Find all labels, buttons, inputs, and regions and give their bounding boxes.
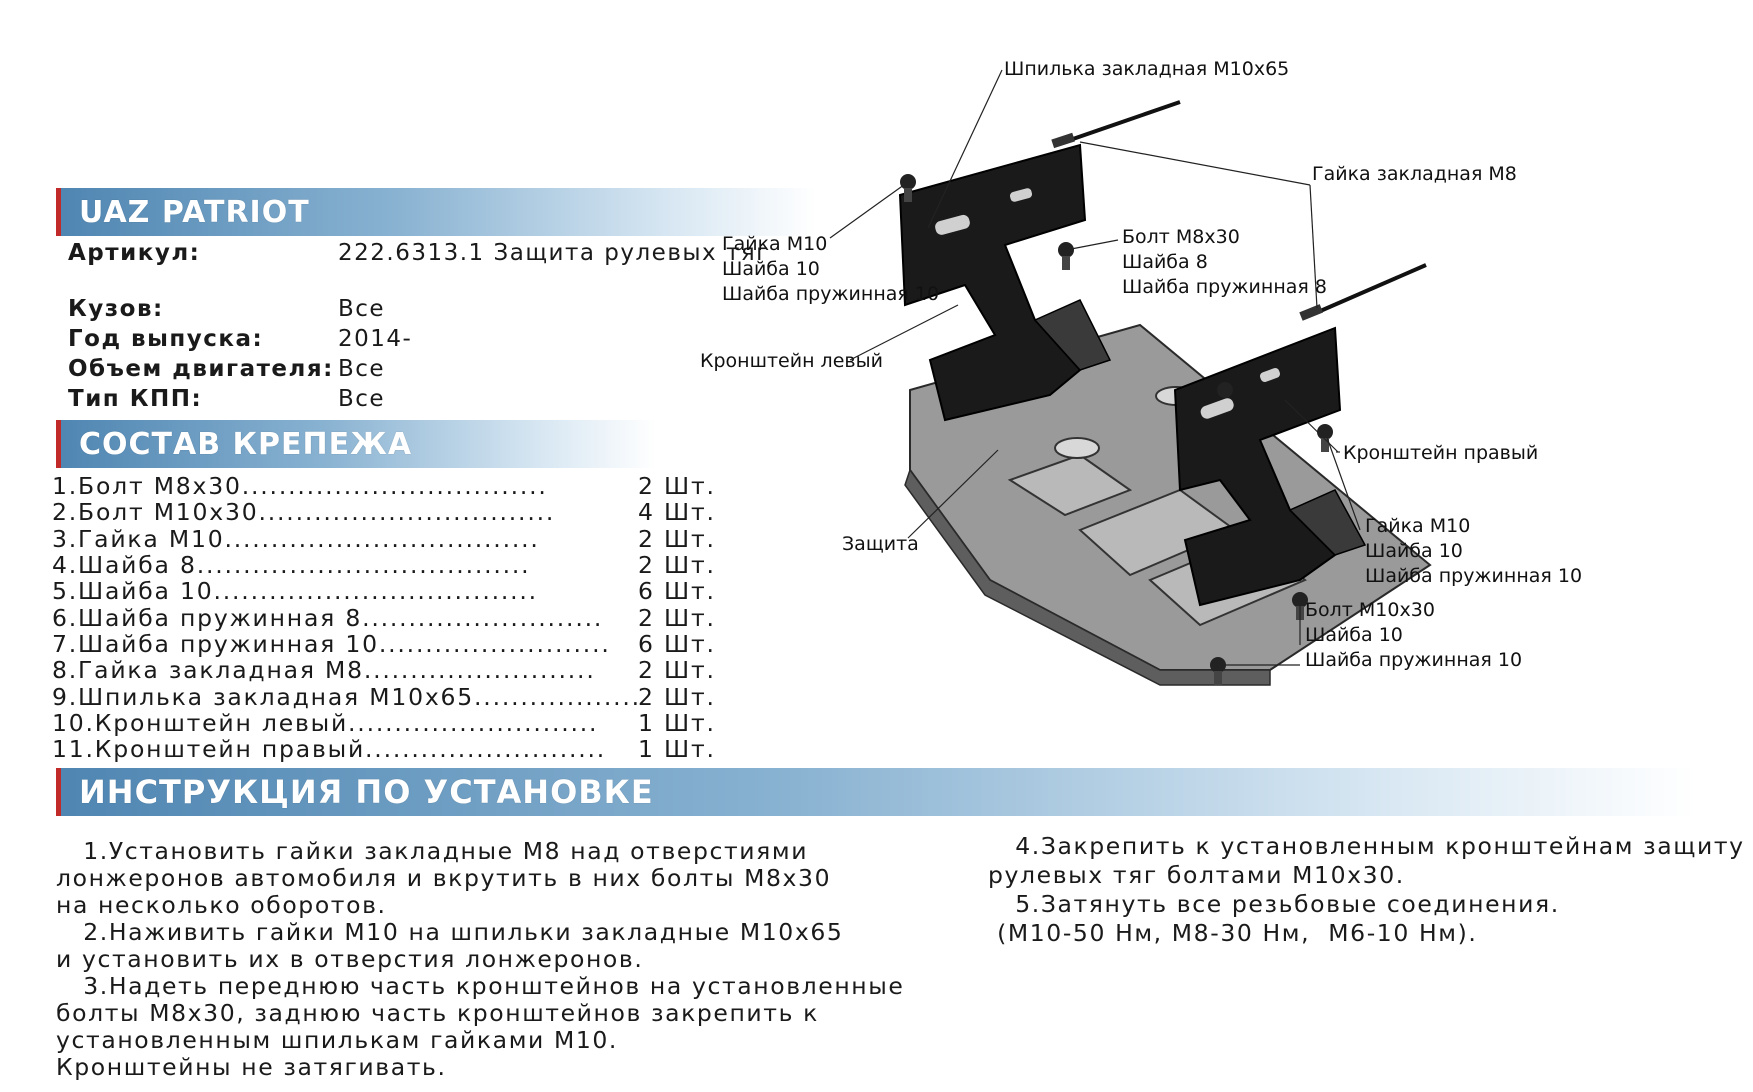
info-row-body: Кузов: Все — [68, 294, 770, 324]
info-value: Все — [338, 386, 386, 412]
part-qty: 2 Шт. — [638, 682, 716, 711]
part-qty: 2 Шт. — [638, 551, 716, 580]
callout-nut-m10-left: Гайка М10 Шайба 10 Шайба пружинная 10 — [722, 233, 940, 305]
info-label: Объем двигателя: — [68, 356, 334, 382]
instructions-left: 1.Установить гайки закладные М8 над отве… — [56, 837, 905, 1081]
callout-nut-m8: Гайка закладная М8 — [1312, 163, 1517, 185]
info-value: Все — [338, 296, 386, 322]
part-qty: 2 Шт. — [638, 524, 716, 553]
info-table: Артикул: 222.6313.1 Защита рулевых тяг К… — [68, 238, 770, 414]
leader-lines — [829, 69, 1361, 666]
callout-bolt-m8: Болт М8х30 Шайба 8 Шайба пружинная 8 — [1122, 226, 1327, 298]
part-qty: 1 Шт. — [638, 735, 716, 764]
part-qty: 2 Шт. — [638, 656, 716, 685]
instructions-right: 4.Закрепить к установленным кронштейнам … — [988, 832, 1745, 947]
part-qty: 6 Шт. — [638, 577, 716, 606]
part-name: 1.Болт М8х30............................… — [52, 472, 548, 501]
instructions-band: ИНСТРУКЦИЯ ПО УСТАНОВКЕ — [56, 768, 1696, 816]
page-title: UAZ PATRIOT — [79, 194, 310, 230]
assembly-diagram — [829, 69, 1432, 686]
list-item: 5.Шайба 10..............................… — [52, 577, 716, 606]
part-qty: 6 Шт. — [638, 629, 716, 658]
info-row-gearbox: Тип КПП: Все — [68, 384, 770, 414]
part-name: 6.Шайба пружинная 8.....................… — [52, 603, 604, 632]
part-qty: 2 Шт. — [638, 472, 716, 501]
callout-bracket-right: Кронштейн правый — [1343, 442, 1539, 464]
part-name: 8.Гайка закладная М8....................… — [52, 656, 596, 685]
part-name: 7.Шайба пружинная 10....................… — [52, 629, 611, 658]
fasteners-band: СОСТАВ КРЕПЕЖА — [56, 420, 656, 468]
list-item: 2.Болт М10х30...........................… — [52, 498, 716, 527]
info-value: Все — [338, 356, 386, 382]
list-item: 9.Шпилька закладная М10х65..............… — [52, 682, 716, 711]
embedded-studs — [1051, 100, 1427, 321]
part-name: 9.Шпилька закладная М10х65..............… — [52, 682, 638, 711]
fasteners-title: СОСТАВ КРЕПЕЖА — [79, 426, 413, 462]
info-value: 2014- — [338, 326, 413, 352]
callout-bracket-left: Кронштейн левый — [700, 350, 883, 372]
info-label: Год выпуска: — [68, 326, 264, 352]
list-item: 4.Шайба 8...............................… — [52, 551, 716, 580]
part-name: 5.Шайба 10..............................… — [52, 577, 538, 606]
list-item: 7.Шайба пружинная 10....................… — [52, 629, 716, 658]
info-row-year: Год выпуска: 2014- — [68, 324, 770, 354]
part-qty: 2 Шт. — [638, 603, 716, 632]
fasteners-list: 1.Болт М8х30............................… — [52, 472, 716, 764]
list-item: 3.Гайка М10.............................… — [52, 524, 716, 553]
part-qty: 4 Шт. — [638, 498, 716, 527]
part-qty: 1 Шт. — [638, 708, 716, 737]
callout-guard: Защита — [842, 533, 919, 555]
callout-stud: Шпилька закладная М10х65 — [1004, 58, 1290, 80]
part-name: 10.Кронштейн левый......................… — [52, 708, 599, 737]
callout-bolt-m10: Болт М10х30 Шайба 10 Шайба пружинная 10 — [1305, 599, 1523, 671]
bracket-right — [1173, 326, 1367, 607]
info-label: Тип КПП: — [68, 386, 203, 412]
info-label: Артикул: — [68, 240, 201, 266]
list-item: 1.Болт М8х30............................… — [52, 472, 716, 501]
bracket-left — [898, 143, 1112, 422]
spacer — [68, 268, 770, 294]
list-item: 6.Шайба пружинная 8.....................… — [52, 603, 716, 632]
info-value: 222.6313.1 Защита рулевых тяг — [338, 240, 770, 266]
part-name: 11.Кронштейн правый.....................… — [52, 735, 607, 764]
header-band: UAZ PATRIOT — [56, 188, 816, 236]
list-item: 10.Кронштейн левый......................… — [52, 708, 716, 737]
part-name: 4.Шайба 8...............................… — [52, 551, 531, 580]
info-row-article: Артикул: 222.6313.1 Защита рулевых тяг — [68, 238, 770, 268]
list-item: 8.Гайка закладная М8....................… — [52, 656, 716, 685]
part-name: 3.Гайка М10.............................… — [52, 524, 540, 553]
part-name: 2.Болт М10х30...........................… — [52, 498, 556, 527]
callout-nut-m10-right: Гайка М10 Шайба 10 Шайба пружинная 10 — [1365, 515, 1583, 587]
info-row-engine: Объем двигателя: Все — [68, 354, 770, 384]
list-item: 11.Кронштейн правый.....................… — [52, 735, 716, 764]
info-label: Кузов: — [68, 296, 164, 322]
instructions-title: ИНСТРУКЦИЯ ПО УСТАНОВКЕ — [79, 773, 654, 811]
fasteners-drawn — [900, 174, 1333, 685]
